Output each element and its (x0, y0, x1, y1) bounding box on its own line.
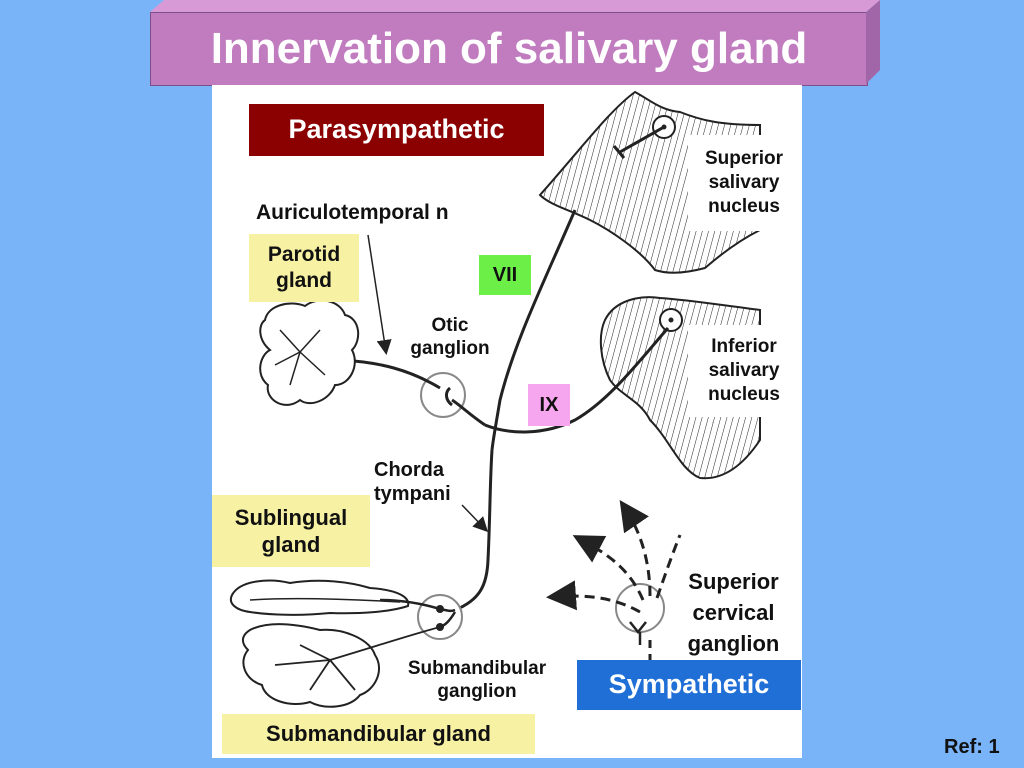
ix-label: IX (528, 384, 570, 426)
glossopharyngeal-nerve-ix (484, 327, 670, 434)
otic-ganglion-label: Otic ganglion (410, 315, 490, 359)
parotid-gland-shape (259, 299, 360, 406)
sympathetic-fiber-4 (655, 534, 682, 599)
sublingual-gland-label: Sublingual gland (212, 495, 370, 567)
reference-label: Ref: 1 (944, 736, 1000, 758)
parasympathetic-label: Parasympathetic (249, 104, 544, 156)
sublingual-gland-shape (230, 579, 410, 616)
facial-nerve-vii (490, 209, 577, 451)
inferior-salivary-nucleus-label: Inferior salivary nucleus (688, 325, 800, 417)
parotid-gland-label: Parotid gland (249, 234, 359, 302)
slide-title: Innervation of salivary gland (150, 12, 868, 86)
submandibular-ganglion-circle (417, 594, 463, 640)
sympathetic-fiber-2 (572, 535, 645, 601)
auriculotemporal-label: Auriculotemporal n (256, 201, 449, 224)
submandibular-gland-label: Submandibular gland (222, 714, 535, 754)
sympathetic-label: Sympathetic (577, 660, 801, 710)
sympathetic-fiber-3 (619, 500, 652, 597)
vii-label: VII (479, 255, 531, 295)
submandibular-ganglion-label: Submandibular ganglion (407, 658, 547, 702)
superior-salivary-nucleus-label: Superior salivary nucleus (688, 135, 800, 231)
chorda-tympani-label: Chorda tympani (374, 459, 451, 505)
chorda-tympani-nerve (454, 449, 494, 612)
superior-cervical-ganglion-label: Superior cervical ganglion (687, 569, 780, 656)
submandibular-gland-shape (242, 623, 380, 708)
sympathetic-fiber-1 (546, 580, 641, 614)
